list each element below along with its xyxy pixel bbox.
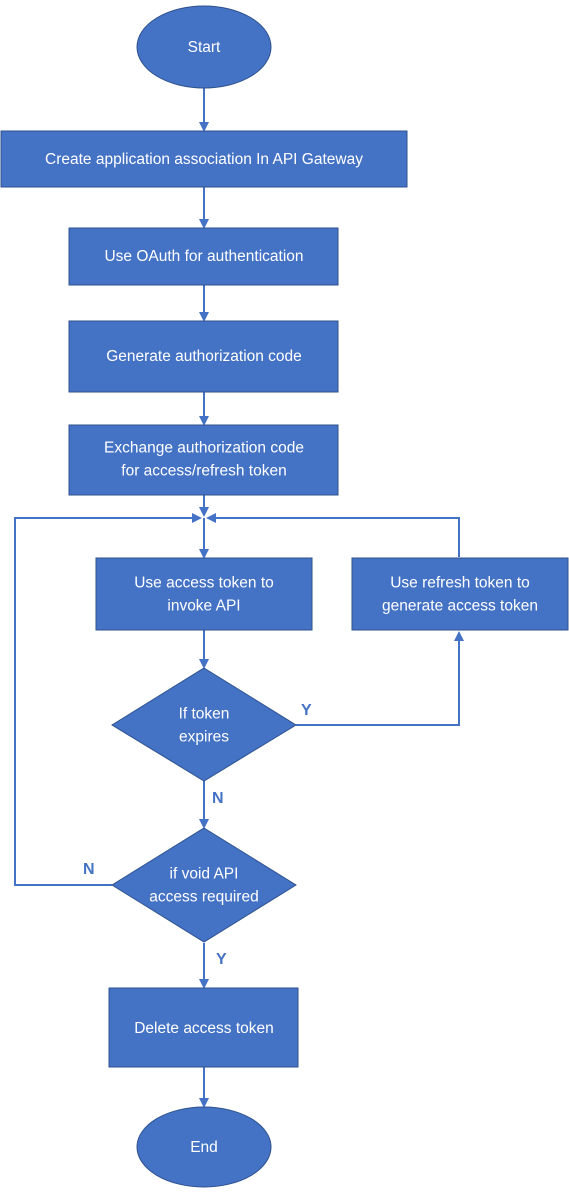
node-text-line: End [190,1139,218,1156]
node-text-line: Use OAuth for authentication [104,248,303,265]
node-text-line: Exchange authorization code [104,440,304,457]
node-text-line: Use refresh token to [390,575,530,592]
svg-text:Generate authorization code: Generate authorization code [106,348,302,365]
node-use-refresh-token: Use refresh token to generate access toke… [351,557,569,631]
edge-refresh-to-merge [206,513,460,557]
node-text-line: Generate authorization code [106,348,302,365]
node-delete-token: Delete access token [108,987,299,1068]
decision-void-access: if void API access required [111,827,297,943]
node-end: End [136,1106,272,1188]
node-text-line: expires [179,729,229,746]
node-use-access-token: Use access token to invoke API [95,557,313,631]
edge-label-void-no: N [83,861,95,878]
svg-text:Create application association: Create application association In API Ga… [45,151,363,168]
svg-text:Delete access token: Delete access token [134,1020,274,1037]
node-text-line: Create application association In API Ga… [45,151,363,168]
connectors [14,88,464,1108]
svg-text:Use OAuth for authentication: Use OAuth for authentication [104,248,303,265]
node-text-line: generate access token [382,598,538,615]
node-text-line: Start [188,39,221,56]
node-generate-code: Generate authorization code [68,320,339,393]
edge-label-expires-yes: Y [301,702,312,719]
node-create-association: Create application association In API Ga… [0,130,408,188]
node-text-line: if void API [170,866,239,883]
node-text-line: invoke API [167,598,240,615]
node-text-line: If token [179,706,230,723]
svg-text:End: End [190,1139,218,1156]
node-start: Start [136,5,272,89]
node-text-line: for access/refresh token [121,463,286,480]
node-exchange-code: Exchange authorization code for access/re… [68,424,339,496]
decision-token-expires: If token expires [111,667,297,782]
node-text-line: access required [149,889,258,906]
edge-label-expires-no: N [212,790,224,807]
node-oauth: Use OAuth for authentication [68,227,339,286]
edge-expires-yes-to-refresh [296,631,464,726]
edge-void-no-loop-back [14,513,202,886]
node-text-line: Use access token to [134,575,274,592]
svg-text:Start: Start [188,39,221,56]
edge-label-void-yes: Y [216,951,227,968]
node-text-line: Delete access token [134,1020,274,1037]
